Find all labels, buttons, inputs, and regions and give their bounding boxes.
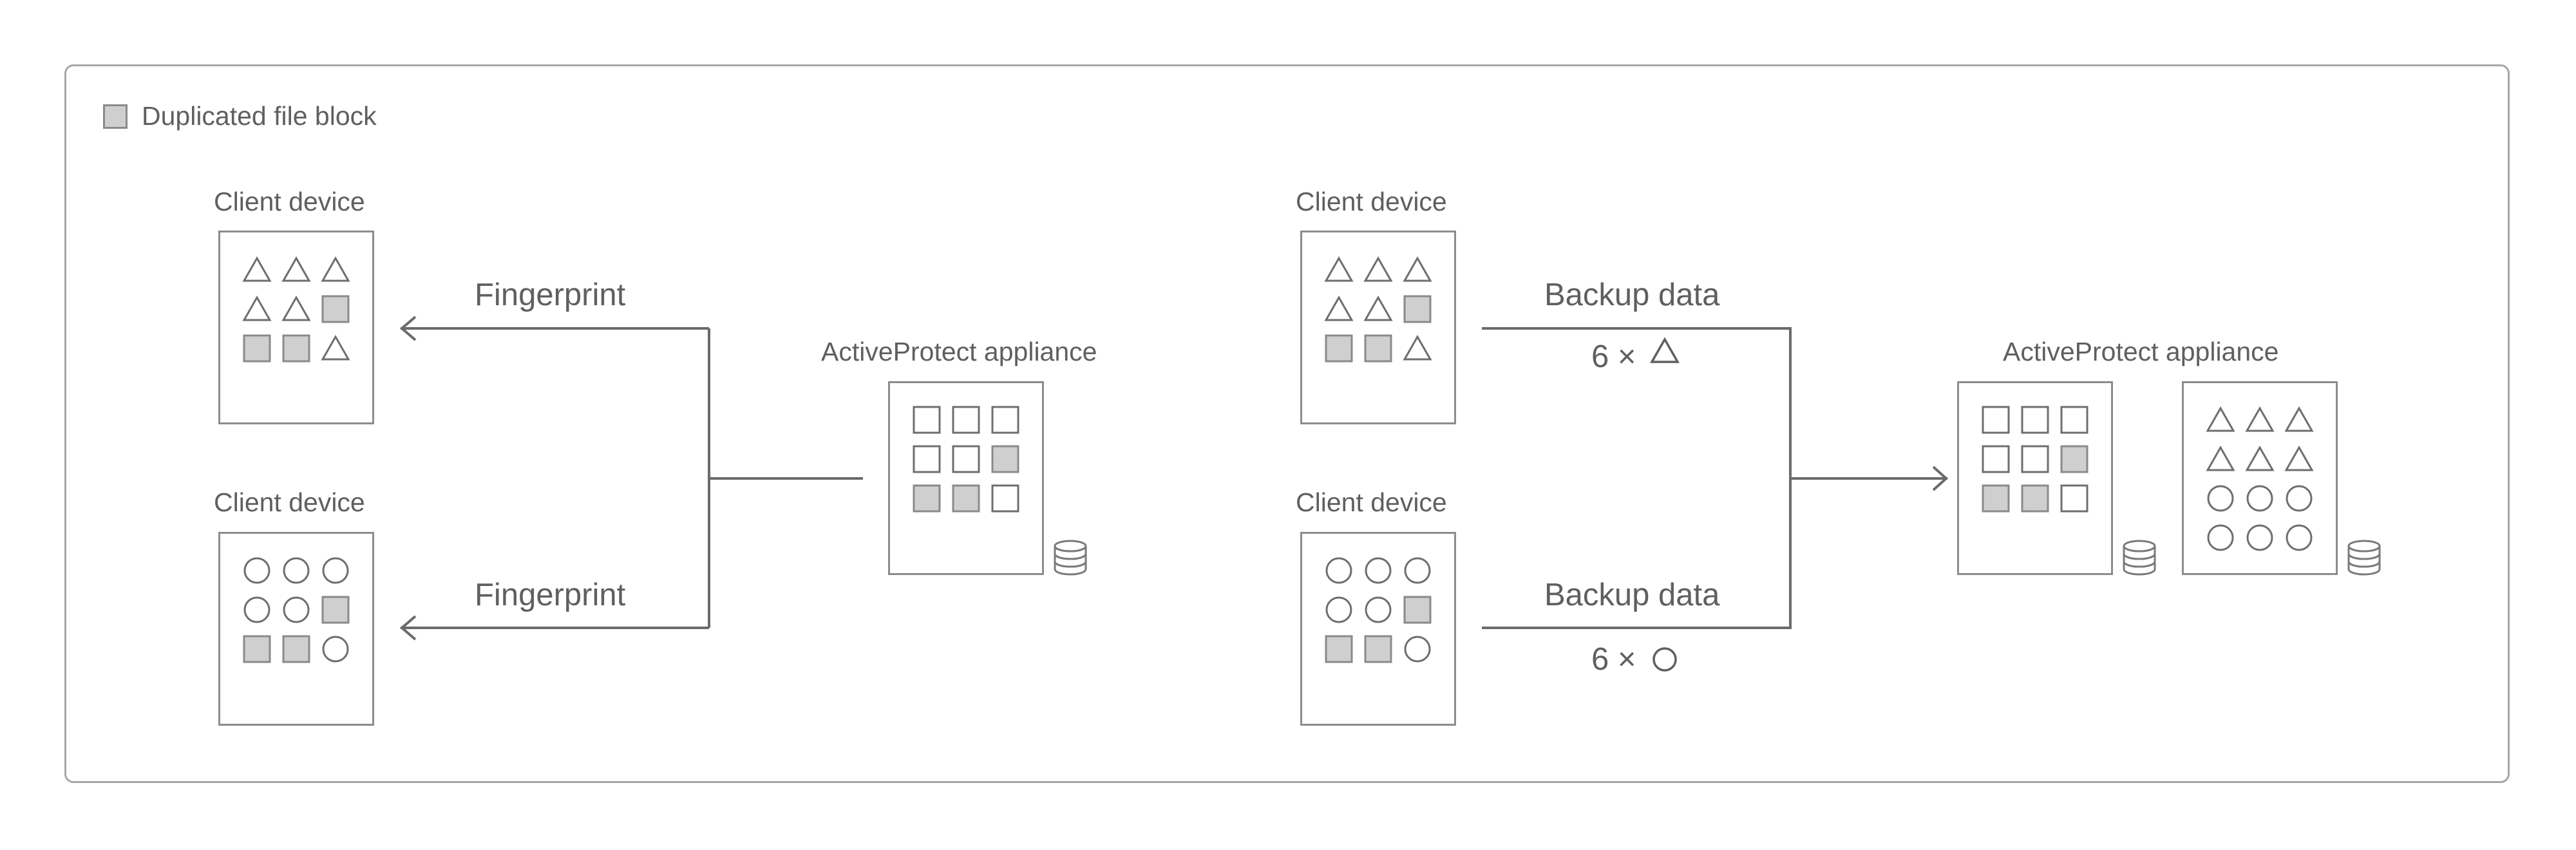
right-line-bottom-count: 6 ×: [1591, 642, 1636, 677]
circle-icon: [1653, 647, 1677, 672]
right-client-bottom-title: Client device: [1296, 487, 1447, 517]
duplicated-block: [2060, 445, 2088, 473]
square-block: [2021, 445, 2049, 473]
triangle-block: [1403, 256, 1432, 282]
triangle-block: [242, 295, 272, 321]
circle-block: [283, 596, 310, 623]
triangle-block: [1324, 256, 1354, 282]
right-client-top-title: Client device: [1296, 187, 1447, 216]
right-line-bottom-label: Backup data: [1544, 578, 1720, 612]
duplicated-block: [321, 295, 350, 323]
square-block: [1982, 445, 2010, 473]
circle-block: [243, 596, 270, 623]
triangle-block: [1363, 256, 1393, 282]
circle-block: [2286, 485, 2313, 512]
left-arrow-top-label: Fingerprint: [475, 278, 626, 312]
square-block: [952, 406, 980, 434]
circle-block: [2207, 485, 2234, 512]
triangle-block: [2284, 406, 2314, 432]
square-block: [2060, 406, 2088, 434]
legend-duplicated-swatch: [103, 104, 128, 129]
left-arrow-top-head: [399, 316, 417, 341]
circle-block: [1325, 596, 1352, 623]
database-icon-top: [1054, 540, 1087, 552]
square-block: [2021, 406, 2049, 434]
circle-block: [322, 636, 349, 663]
triangle-block: [1403, 334, 1432, 361]
duplicated-block: [321, 596, 350, 624]
triangle-block: [2245, 406, 2275, 432]
right-line-top-label: Backup data: [1544, 278, 1720, 312]
right-arrow-head: [1932, 466, 1948, 491]
duplicated-block: [913, 484, 941, 513]
duplicated-block: [282, 334, 310, 363]
circle-block: [1365, 596, 1392, 623]
triangle-block: [2245, 445, 2275, 471]
duplicated-block: [1325, 635, 1353, 663]
square-block: [991, 406, 1019, 434]
circle-block: [1404, 557, 1431, 584]
triangle-icon: [1649, 337, 1680, 363]
duplicated-block: [991, 445, 1019, 473]
left-client-bottom-title: Client device: [214, 487, 365, 517]
duplicated-block: [1364, 334, 1392, 363]
triangle-block: [321, 256, 350, 282]
circle-block: [2246, 524, 2273, 551]
triangle-block: [281, 256, 311, 282]
database-icon: [2123, 540, 2156, 576]
circle-block: [243, 557, 270, 584]
circle-block: [1325, 557, 1352, 584]
database-icon: [1054, 540, 1087, 576]
circle-block: [1404, 636, 1431, 663]
duplicated-block: [282, 635, 310, 663]
duplicated-block: [1325, 334, 1353, 363]
square-block: [913, 406, 941, 434]
diagram-frame: [64, 64, 2510, 783]
left-client-bottom-device: [218, 532, 374, 726]
square-block: [991, 484, 1019, 513]
duplicated-block: [1982, 484, 2010, 513]
left-arrow-bottom-label: Fingerprint: [475, 578, 626, 612]
triangle-block: [2206, 445, 2235, 471]
database-icon: [2347, 540, 2381, 576]
right-appliance-store-b: [2182, 381, 2338, 575]
square-block: [913, 445, 941, 473]
database-icon-top: [2123, 540, 2156, 552]
right-client-top-device: [1300, 231, 1456, 424]
right-client-bottom-device: [1300, 532, 1456, 726]
circle-block: [322, 557, 349, 584]
circle-block: [283, 557, 310, 584]
triangle-block: [242, 256, 272, 282]
left-arrow-bottom-head: [399, 615, 417, 641]
square-block: [952, 445, 980, 473]
duplicated-block: [1403, 596, 1432, 624]
circle-block: [2207, 524, 2234, 551]
duplicated-block: [1364, 635, 1392, 663]
circle-block: [2286, 524, 2313, 551]
right-line-top-count: 6 ×: [1591, 339, 1636, 374]
left-appliance-title: ActiveProtect appliance: [821, 337, 1097, 366]
circle-block: [1365, 557, 1392, 584]
triangle-block: [2284, 445, 2314, 471]
triangle-block: [321, 334, 350, 361]
triangle-block: [2206, 406, 2235, 432]
duplicated-block: [2021, 484, 2049, 513]
left-client-top-device: [218, 231, 374, 424]
triangle-block: [1324, 295, 1354, 321]
square-block: [1982, 406, 2010, 434]
database-icon-top: [2347, 540, 2381, 552]
left-client-top-title: Client device: [214, 187, 365, 216]
duplicated-block: [243, 334, 271, 363]
triangle-block: [1363, 295, 1393, 321]
circle-block: [2246, 485, 2273, 512]
duplicated-block: [952, 484, 980, 513]
triangle-block: [281, 295, 311, 321]
square-block: [2060, 484, 2088, 513]
right-bracket: [1482, 327, 1792, 629]
legend-label: Duplicated file block: [142, 101, 377, 131]
duplicated-block: [243, 635, 271, 663]
right-appliance-title: ActiveProtect appliance: [2003, 337, 2279, 366]
duplicated-block: [1403, 295, 1432, 323]
